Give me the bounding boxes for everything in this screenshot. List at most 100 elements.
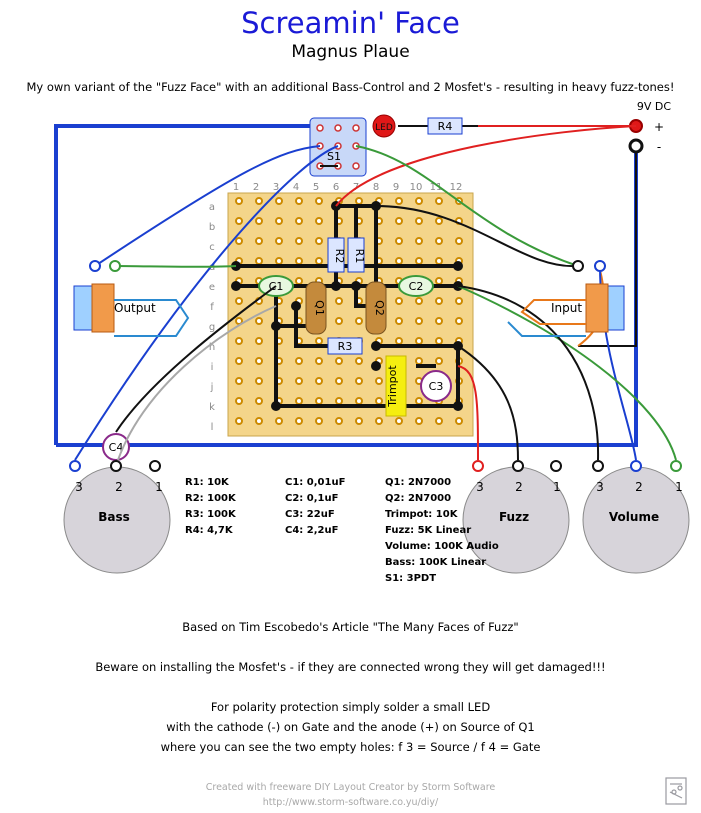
svg-text:+: + — [654, 120, 664, 134]
fuzz-black-wire — [457, 345, 519, 461]
q2-transistor: Q2 — [365, 281, 387, 335]
row-label: l — [211, 422, 214, 433]
row-label: i — [211, 362, 214, 373]
svg-text:3: 3 — [75, 480, 83, 494]
svg-text:9V DC: 9V DC — [637, 100, 671, 113]
part-entry: Bass: 100K Linear — [385, 557, 487, 568]
svg-text:Trimpot: Trimpot — [386, 365, 399, 408]
page-title: Screamin' Face — [241, 6, 460, 40]
part-entry: C1: 0,01uF — [285, 477, 346, 488]
output-green-wire — [114, 265, 237, 268]
volume-pot: 3 2 1 Volume — [582, 460, 690, 574]
volume-black-wire — [457, 285, 600, 461]
part-entry: C3: 22uF — [285, 509, 335, 520]
part-entry: C4: 2,2uF — [285, 525, 339, 536]
row-label: f — [210, 302, 214, 313]
output-jack: Output — [73, 260, 190, 337]
svg-text:2: 2 — [515, 480, 523, 494]
r4-resistor: R4 — [398, 117, 478, 135]
part-entry: R1: 10K — [185, 477, 229, 488]
input-jack: Input — [507, 260, 625, 337]
part-entry: Q2: 2N7000 — [385, 493, 452, 504]
svg-text:C3: C3 — [429, 380, 444, 393]
svg-text:-: - — [657, 140, 661, 154]
svg-text:1: 1 — [675, 480, 683, 494]
svg-text:R4: R4 — [438, 120, 453, 133]
part-entry: Fuzz: 5K Linear — [385, 525, 472, 536]
part-entry: R4: 4,7K — [185, 525, 233, 536]
description: My own variant of the "Fuzz Face" with a… — [26, 80, 675, 94]
svg-text:3: 3 — [476, 480, 484, 494]
column-label: 5 — [313, 182, 319, 193]
row-label: h — [209, 342, 215, 353]
footer-credit: Created with freeware DIY Layout Creator… — [205, 782, 496, 793]
column-label: 9 — [393, 182, 399, 193]
column-label: 10 — [410, 182, 423, 193]
row-label: k — [209, 402, 215, 413]
svg-text:R2: R2 — [333, 249, 346, 264]
column-label: 1 — [233, 182, 239, 193]
row-label: a — [209, 202, 215, 213]
fuzz-pot: 3 2 1 Fuzz — [462, 460, 570, 574]
input-ground-wire — [578, 146, 637, 347]
output-blue-wire — [94, 145, 321, 267]
column-label: 8 — [373, 182, 379, 193]
parts-list-other: Q1: 2N7000 Q2: 2N7000 Trimpot: 10K Fuzz:… — [385, 475, 499, 587]
input-green-wire — [355, 145, 579, 267]
svg-text:C4: C4 — [109, 441, 124, 454]
footer-link[interactable]: http://www.storm-software.co.yu/diy/ — [262, 797, 439, 808]
part-entry: S1: 3PDT — [385, 573, 437, 584]
svg-text:2: 2 — [115, 480, 123, 494]
svg-text:1: 1 — [155, 480, 163, 494]
r1-resistor: R1 — [347, 237, 366, 273]
svg-text:Q1: Q1 — [313, 300, 326, 316]
column-label: 2 — [253, 182, 259, 193]
column-label: 3 — [273, 182, 279, 193]
led: LED — [372, 114, 396, 138]
part-entry: Trimpot: 10K — [385, 509, 458, 520]
polarity-note-1: For polarity protection simply solder a … — [210, 700, 491, 714]
column-label: 6 — [333, 182, 339, 193]
parts-list-capacitors: C1: 0,01uF C2: 0,1uF C3: 22uF C4: 2,2uF — [285, 475, 345, 539]
trimpot: Trimpot — [385, 355, 407, 417]
warning-note: Beware on installing the Mosfet's - if t… — [95, 660, 606, 674]
row-label: e — [209, 282, 215, 293]
ground-wire-left — [54, 124, 313, 445]
polarity-note-2: with the cathode (-) on Gate and the ano… — [166, 720, 535, 734]
c4-black-wire — [115, 285, 277, 433]
polarity-note-3: where you can see the two empty holes: f… — [160, 740, 541, 754]
column-label: 11 — [430, 182, 443, 193]
q1-transistor: Q1 — [305, 281, 327, 335]
fuzz-red-wire — [457, 365, 479, 461]
svg-text:1: 1 — [553, 480, 561, 494]
svg-text:3: 3 — [596, 480, 604, 494]
part-entry: Q1: 2N7000 — [385, 477, 452, 488]
svg-text:Input: Input — [551, 301, 582, 315]
diy-logo-icon — [665, 777, 687, 805]
c4-capacitor: C4 — [102, 433, 130, 461]
volume-green-wire — [457, 285, 677, 461]
svg-text:R3: R3 — [338, 340, 353, 353]
article-note: Based on Tim Escobedo's Article "The Man… — [182, 620, 519, 634]
svg-text:Fuzz: Fuzz — [499, 510, 529, 524]
bass-gray-wire — [115, 305, 277, 467]
column-label: 4 — [293, 182, 299, 193]
bass-blue-wire — [74, 145, 339, 461]
svg-text:R1: R1 — [353, 249, 366, 264]
part-entry: C2: 0,1uF — [285, 493, 339, 504]
svg-text:Output: Output — [114, 301, 156, 315]
r3-resistor: R3 — [327, 337, 363, 355]
supply-red-wire — [335, 125, 637, 207]
part-entry: Volume: 100K Audio — [385, 541, 499, 552]
power-terminals: 9V DC + - — [628, 100, 671, 154]
c3-capacitor: C3 — [420, 370, 452, 402]
svg-text:C2: C2 — [409, 280, 424, 293]
part-entry: R2: 100K — [185, 493, 236, 504]
svg-text:Volume: Volume — [609, 510, 659, 524]
c2-capacitor: C2 — [398, 275, 434, 297]
svg-text:Bass: Bass — [98, 510, 130, 524]
bass-pot: 3 2 1 Bass — [63, 460, 171, 574]
parts-list-resistors: R1: 10K R2: 100K R3: 100K R4: 4,7K — [185, 475, 236, 539]
